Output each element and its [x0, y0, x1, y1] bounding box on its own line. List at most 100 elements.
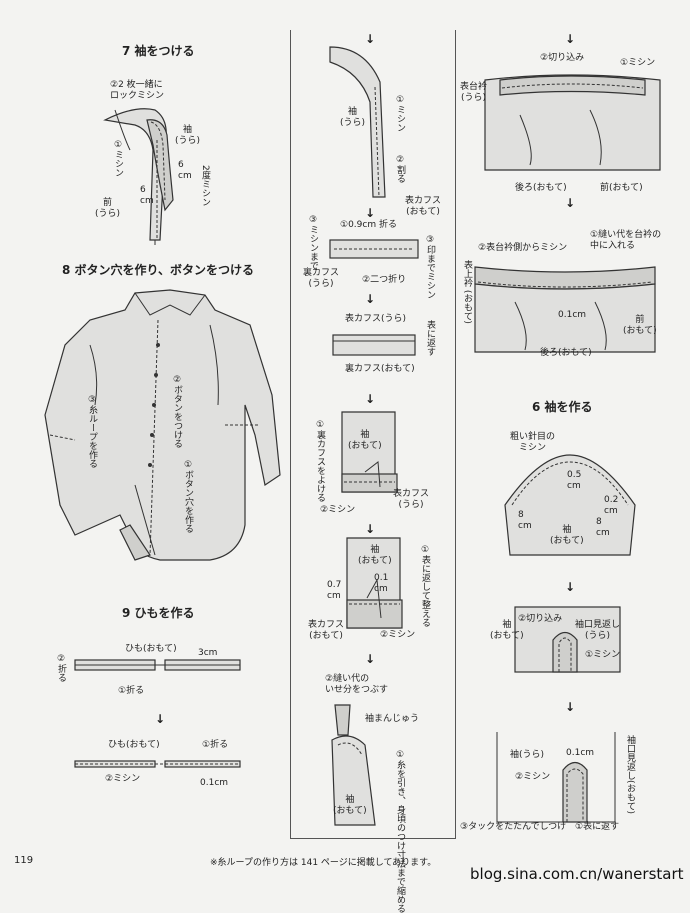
cm02-label: 0.2 cm: [604, 495, 619, 516]
cuff-facing-back-label: 袖口見返し (うら): [575, 620, 621, 641]
arrow-down-icon: ↓: [565, 32, 576, 46]
outer-stand-label: 表台衿 (うら): [460, 82, 488, 103]
sleeve-ham-figure: [331, 704, 376, 826]
tie-strip-2: [74, 760, 241, 768]
stand-side-stitch-label: ②表台衿側からミシン: [478, 243, 568, 253]
arrow-down-icon: ↓: [565, 700, 576, 714]
mishin-2-label: ②ミシン: [105, 774, 141, 784]
cm8-label-b: 8 cm: [596, 517, 610, 538]
basting-label: 粗い針目の ミシン: [510, 432, 556, 453]
sleeve-back-label-r: 袖(うら): [510, 750, 545, 760]
sleeve-pattern-figure: [504, 454, 636, 556]
inner-cuff-face-label: 裏カフス(おもて): [345, 364, 415, 374]
back-face-label-2: 後ろ(おもて): [540, 348, 592, 358]
tie-strip-1: [74, 659, 241, 671]
mishin-label-c3: ②ミシン: [320, 505, 356, 515]
seam-in-stand-label: ①縫い代を台衿の 中に入れる: [590, 230, 662, 251]
cm01-label: 0.1cm: [200, 778, 229, 788]
outer-cuff-face-label: 表カフス (おもて): [308, 620, 345, 641]
arrow-down-icon: ↓: [365, 32, 376, 46]
footnote: ※糸ループの作り方は 141 ページに掲載してあります。: [210, 858, 437, 868]
mishin-label-r1: ①ミシン: [620, 58, 656, 68]
open-seam-label: ②割る: [395, 155, 405, 183]
turn-out-label-r: ①表に返す: [575, 822, 620, 832]
cm05-label: 0.5 cm: [567, 470, 582, 491]
mishin-label-m: ①ミシン: [395, 95, 405, 132]
placket-finish-figure: [496, 732, 616, 823]
clip-label: ②切り込み: [540, 53, 585, 63]
arrow-down-icon: ↓: [565, 196, 576, 210]
arrow-down-icon: ↓: [365, 206, 376, 220]
collar-attach-figure: [474, 266, 656, 353]
tie-face-label-2: ひも(おもて): [108, 740, 160, 750]
sew-to-mark-label: ③印までミシン: [425, 235, 435, 299]
sleeve-face-label-r2: 袖 (おもて): [490, 620, 524, 641]
tailors-ham-label: 袖まんじゅう: [365, 714, 420, 724]
cuff-finish-figure: [346, 537, 403, 629]
cuff-attach-figure: [341, 411, 398, 493]
lock-label: ②2 枚一緒に ロックミシン: [110, 80, 165, 101]
move-inner-cuff-label: ①裏カフスをよける: [315, 420, 325, 502]
shirt-figure: [44, 289, 281, 561]
front-face-label-2: 前 (おもて): [623, 315, 657, 336]
arrow-down-icon: ↓: [365, 522, 376, 536]
cm6-label-a: 6 cm: [178, 160, 192, 181]
arrow-down-icon: ↓: [565, 580, 576, 594]
turn-out-label: 表に返す: [425, 320, 435, 356]
sleeve-back-label: 袖 (うら): [175, 125, 201, 146]
sleeve-seam-figure: [329, 46, 386, 198]
sew-button-label: ②ボタンをつける: [172, 375, 182, 448]
cuff-turn-figure: [332, 334, 416, 356]
step-9-title: 9 ひもを作る: [122, 606, 195, 620]
arrow-down-icon: ↓: [365, 292, 376, 306]
sleeve-face-label-1: 袖 (おもて): [348, 430, 382, 451]
cm6-label-b: 6 cm: [140, 185, 154, 206]
mishin-label-r3: ②ミシン: [515, 772, 551, 782]
watermark-url: blog.sina.com.cn/wanerstart: [470, 865, 684, 883]
step-7-title: 7 袖をつける: [122, 44, 195, 58]
arrow-down-icon: ↓: [365, 652, 376, 666]
cm8-label-a: 8 cm: [518, 510, 532, 531]
step-6-title: 6 袖を作る: [532, 400, 593, 414]
arrow-down-icon: ↓: [155, 712, 166, 726]
sleeve-attach-figure: [103, 108, 174, 245]
sleeve-face-label-r: 袖 (おもて): [550, 525, 584, 546]
sleeve-face-label-3: 袖 (おもて): [333, 795, 367, 816]
double-stitch-label: 2度ミシン: [200, 165, 210, 207]
page-number: 119: [14, 855, 34, 866]
back-face-label: 後ろ(おもて): [515, 183, 567, 193]
clip-label-r: ②切り込み: [518, 614, 563, 624]
column-divider-right: [455, 30, 456, 838]
arrow-down-icon: ↓: [365, 392, 376, 406]
turn-and-press-label: ①表に返して整える: [420, 545, 430, 627]
sew-until-label: ③ミシンまで: [308, 215, 318, 270]
placket-figure: [514, 606, 621, 673]
outer-cuff-back-label-2: 表カフス (うら): [393, 489, 430, 510]
divider-bottom: [290, 838, 456, 839]
mishin-label-r2: ①ミシン: [585, 650, 621, 660]
tuck-baste-label: ③タックをたたんでしつけ: [460, 822, 567, 832]
thread-loop-label: ③糸ループを作る: [87, 395, 97, 468]
buttonhole-label: ①ボタン穴を作る: [183, 460, 193, 533]
cm01-label-r2: 0.1cm: [566, 748, 595, 758]
cuff-fold-figure: [329, 239, 419, 259]
ease-label: ②縫い代の いせ分をつぶす: [325, 674, 389, 695]
fold-in-half-label: ②二つ折り: [362, 275, 407, 285]
pull-thread-label: ①糸を引き、身頃のつけ寸法まで縮める: [395, 750, 405, 913]
inner-cuff-label: 裏カフス (うら): [303, 268, 340, 289]
sleeve-back-label-m: 袖 (うら): [340, 107, 366, 128]
step-8-title: 8 ボタン穴を作り、ボタンをつける: [62, 263, 255, 277]
mishin-label: ①ミシン: [113, 140, 123, 177]
cm01-label-r: 0.1cm: [558, 310, 587, 320]
cm07-label: 0.7 cm: [327, 580, 342, 601]
sleeve-face-label-2: 袖 (おもて): [358, 545, 392, 566]
collar-stand-figure: [484, 74, 661, 171]
front-face-label: 前(おもて): [600, 183, 643, 193]
front-back-label: 前 (うら): [95, 198, 121, 219]
cm3-label: 3cm: [198, 648, 218, 658]
column-divider-left: [290, 30, 291, 838]
outer-cuff-back-label: 表カフス(うら): [345, 314, 407, 324]
mishin-label-c4: ②ミシン: [380, 630, 416, 640]
cm01-label-m: 0.1 cm: [374, 573, 389, 594]
fold-2-label: ②折る: [56, 654, 66, 682]
